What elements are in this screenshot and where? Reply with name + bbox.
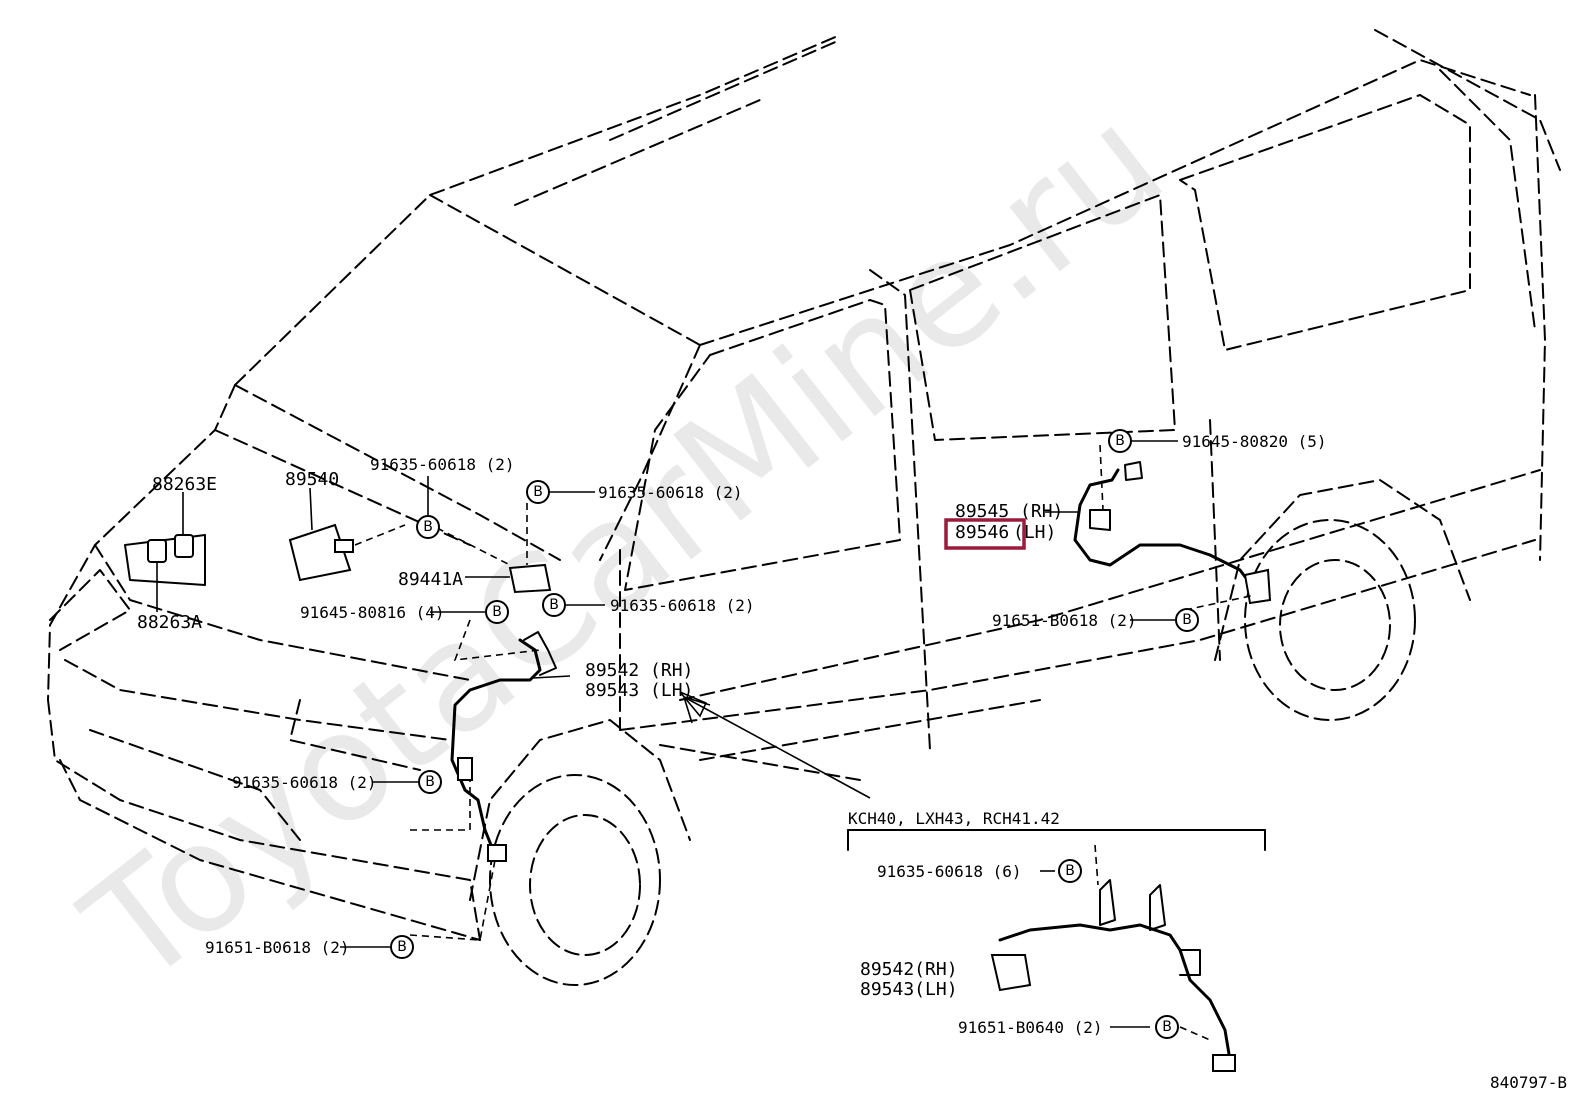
rear-wire-harness [1045, 444, 1272, 611]
badge-b: B [1058, 859, 1082, 883]
variant-inset [847, 829, 1266, 1072]
svg-text:B: B [533, 484, 543, 500]
label-89542-inset: 89542(RH) [860, 959, 958, 980]
label-89545: 89545 (RH) [955, 501, 1063, 522]
label-91635-top-left: 91635-60618 (2) [370, 455, 515, 474]
label-91645-80816: 91645-80816 (4) [300, 603, 445, 622]
label-91651-front: 91651-B0618 (2) [205, 938, 350, 957]
svg-text:B: B [1115, 433, 1125, 449]
label-variant-header: KCH40, LXH43, RCH41.42 [848, 809, 1060, 828]
badge-b: B [542, 593, 566, 617]
svg-text:B: B [423, 519, 433, 535]
label-88263A: 88263A [137, 612, 202, 633]
svg-text:B: B [397, 939, 407, 955]
label-91645-80820: 91645-80820 (5) [1182, 432, 1327, 451]
inset-pointer [679, 691, 871, 799]
svg-text:B: B [425, 774, 435, 790]
label-91635-top-mid: 91635-60618 (2) [598, 483, 743, 502]
label-91651-inset: 91651-B0640 (2) [958, 1018, 1103, 1037]
label-89540: 89540 [285, 469, 339, 490]
label-89546-side: (LH) [1013, 522, 1056, 543]
ecu-89540 [288, 487, 406, 582]
badge-b: B [485, 600, 509, 624]
svg-text:B: B [1065, 863, 1075, 879]
label-89542-front: 89542 (RH) [585, 660, 693, 681]
badge-b: B [390, 935, 414, 959]
svg-text:B: B [1182, 612, 1192, 628]
badge-b: B [1175, 608, 1199, 632]
label-91635-inset: 91635-60618 (6) [877, 862, 1022, 881]
badge-b: B [1155, 1015, 1179, 1039]
label-88263E: 88263E [152, 474, 217, 495]
label-91651-rear: 91651-B0618 (2) [992, 611, 1137, 630]
label-89543-inset: 89543(LH) [860, 979, 958, 1000]
svg-text:B: B [1162, 1019, 1172, 1035]
highlight-89546 [944, 518, 1026, 550]
diagram-code: 840797-B [1490, 1073, 1567, 1092]
badge-b: B [418, 770, 442, 794]
vehicle-outline [47, 29, 1561, 986]
front-wire-harness [409, 619, 571, 941]
sensor-88263 [124, 492, 206, 612]
label-91635-mid: 91635-60618 (2) [610, 596, 755, 615]
label-89543-front: 89543 (LH) [585, 680, 693, 701]
sensor-89441A [436, 503, 552, 594]
badge-b: B [1108, 429, 1132, 453]
badge-b: B [416, 515, 440, 539]
label-91635-lower: 91635-60618 (2) [232, 773, 377, 792]
svg-text:B: B [549, 597, 559, 613]
badge-b: B [526, 480, 550, 504]
label-89546-number: 89546 [955, 522, 1009, 543]
svg-text:B: B [492, 604, 502, 620]
label-89441A: 89441A [398, 569, 463, 590]
